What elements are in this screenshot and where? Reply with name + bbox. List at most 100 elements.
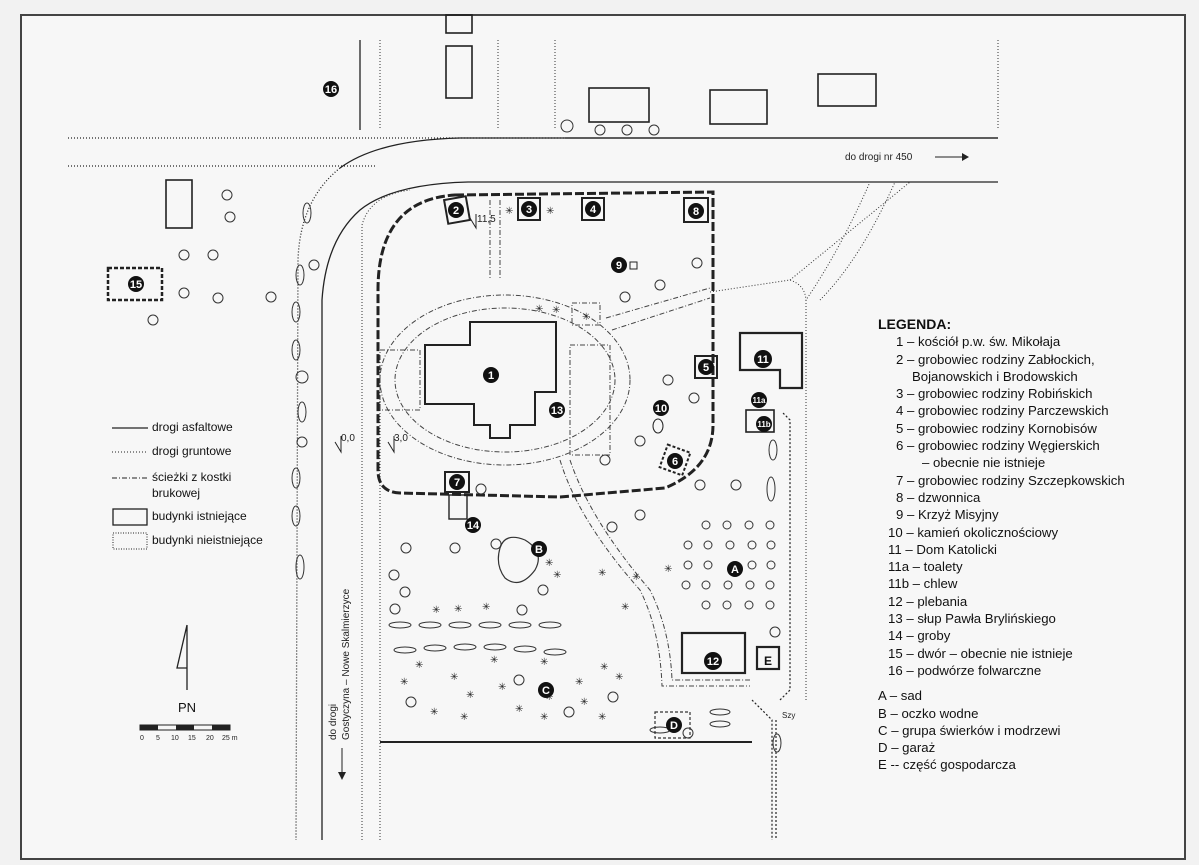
svg-text:1: 1 <box>488 370 494 382</box>
svg-text:5: 5 <box>156 735 160 742</box>
marker-5: 5 <box>698 359 714 375</box>
marker-3: 3 <box>521 201 537 217</box>
marker-11a: 11a <box>751 392 767 408</box>
svg-text:✳: ✳ <box>580 697 588 708</box>
legend-item: Bojanowskich i Brodowskich <box>912 368 1078 384</box>
legend-item: 7 – grobowiec rodziny Szczepkowskich <box>896 472 1125 488</box>
svg-text:do drogi nr 450: do drogi nr 450 <box>845 152 913 163</box>
svg-text:11: 11 <box>757 354 769 366</box>
marker-10: 10 <box>652 400 669 434</box>
svg-text:D: D <box>670 720 678 732</box>
svg-text:15: 15 <box>130 279 142 291</box>
legend-letter-item: A – sad <box>878 688 922 704</box>
trees <box>147 119 781 739</box>
marker-16: 16 <box>323 81 339 97</box>
svg-text:✳: ✳ <box>621 602 629 613</box>
svg-text:9: 9 <box>616 260 622 272</box>
key-nonexisting: budynki nieistniejące <box>112 532 263 553</box>
marker-C: C <box>538 682 554 698</box>
legend-item: 10 – kamień okolicznościowy <box>888 524 1059 540</box>
marker-D: D <box>666 717 682 733</box>
svg-text:✳: ✳ <box>553 570 561 581</box>
scale-bar: 0 5 10 15 20 25 m <box>139 724 238 742</box>
svg-text:3,0: 3,0 <box>394 433 408 444</box>
svg-text:✳: ✳ <box>515 704 523 715</box>
marker-9: 9 <box>611 257 638 273</box>
marker-B: B <box>531 541 547 557</box>
svg-text:✳: ✳ <box>600 662 608 673</box>
marker-6: 6 <box>667 453 683 469</box>
svg-text:14: 14 <box>467 520 480 532</box>
svg-text:7: 7 <box>454 477 460 489</box>
legend-item: – obecnie nie istnieje <box>922 455 1046 471</box>
svg-text:11,5: 11,5 <box>477 214 496 225</box>
marker-11: 11 <box>754 350 772 368</box>
legend-item: 9 – Krzyż Misyjny <box>896 507 999 523</box>
paved-paths <box>379 200 750 687</box>
marker-8: 8 <box>688 203 704 219</box>
legend-item: 11b – chlew <box>888 576 958 592</box>
svg-text:✳: ✳ <box>615 672 623 683</box>
svg-text:✳: ✳ <box>415 660 423 671</box>
svg-text:20: 20 <box>206 735 214 742</box>
marker-A: A <box>727 561 743 577</box>
marker-11b: 11b <box>756 416 772 432</box>
svg-text:✳: ✳ <box>598 712 606 723</box>
pond <box>497 536 539 584</box>
legend-letter-item: B – oczko wodne <box>878 705 979 721</box>
svg-text:do drogi: do drogi <box>328 704 339 740</box>
svg-text:A: A <box>731 564 739 576</box>
elevation-marks: 11,5 0,0 3,0 Szy <box>334 214 795 720</box>
marker-E: E <box>764 654 772 668</box>
svg-text:✳: ✳ <box>545 558 553 569</box>
legend-item: 14 – groby <box>888 628 951 644</box>
svg-text:11b: 11b <box>757 420 770 429</box>
svg-text:✳: ✳ <box>400 677 408 688</box>
south-road-label: do drogi Gostyczyna – Nowe Skalmierzyce <box>328 588 352 780</box>
marker-12: 12 <box>704 652 722 670</box>
svg-text:0,0: 0,0 <box>341 433 355 444</box>
graves-14 <box>448 494 468 520</box>
svg-text:C: C <box>542 685 550 697</box>
svg-text:✳: ✳ <box>540 712 548 723</box>
legend-item: 11a – toalety <box>888 559 963 575</box>
svg-text:✳: ✳ <box>498 682 506 693</box>
svg-text:✳: ✳ <box>490 655 498 666</box>
map-sheet <box>20 14 1186 860</box>
svg-text:13: 13 <box>551 405 563 417</box>
legend-item: 5 – grobowiec rodziny Kornobisów <box>896 420 1097 436</box>
yard-path <box>751 411 791 840</box>
church-building <box>424 321 557 439</box>
marker-1: 1 <box>483 367 499 383</box>
legend-item: 15 – dwór – obecnie nie istnieje <box>888 645 1073 661</box>
svg-text:Gostyczyna – Nowe Skalmierzyce: Gostyczyna – Nowe Skalmierzyce <box>341 588 352 740</box>
cemetery-fence <box>376 190 715 499</box>
svg-text:✳: ✳ <box>664 564 672 575</box>
legend-item: 8 – dzwonnica <box>896 489 981 505</box>
svg-text:8: 8 <box>693 206 699 218</box>
svg-text:16: 16 <box>325 84 337 96</box>
legend-item: 6 – grobowiec rodziny Węgierskich <box>896 438 1100 454</box>
svg-text:✳: ✳ <box>432 605 440 616</box>
legend-item: 3 – grobowiec rodziny Robińskich <box>896 386 1093 402</box>
svg-text:✳: ✳ <box>535 304 543 315</box>
svg-text:10: 10 <box>655 403 667 415</box>
svg-text:12: 12 <box>707 656 719 668</box>
tomb-squares <box>442 195 718 493</box>
legend-item: 1 – kościół p.w. św. Mikołaja <box>896 334 1061 350</box>
svg-text:11a: 11a <box>753 396 766 405</box>
svg-text:PN: PN <box>178 700 196 715</box>
manor-nonexisting <box>106 266 164 302</box>
svg-text:✳: ✳ <box>546 206 554 217</box>
svg-text:✳: ✳ <box>540 657 548 668</box>
svg-text:✳: ✳ <box>598 568 606 579</box>
svg-text:B: B <box>535 544 543 556</box>
tomb-6-outline <box>658 443 692 477</box>
key-existing: budynki istniejące <box>112 508 247 529</box>
svg-text:Szy: Szy <box>782 711 795 720</box>
svg-text:0: 0 <box>140 735 144 742</box>
legend: LEGENDA: 1 – kościół p.w. św. Mikołaja 2… <box>878 316 1178 774</box>
svg-text:6: 6 <box>672 456 678 468</box>
legend-letter-item: C – grupa świerków i modrzewi <box>878 722 1061 738</box>
north-arrow: PN <box>176 624 196 715</box>
